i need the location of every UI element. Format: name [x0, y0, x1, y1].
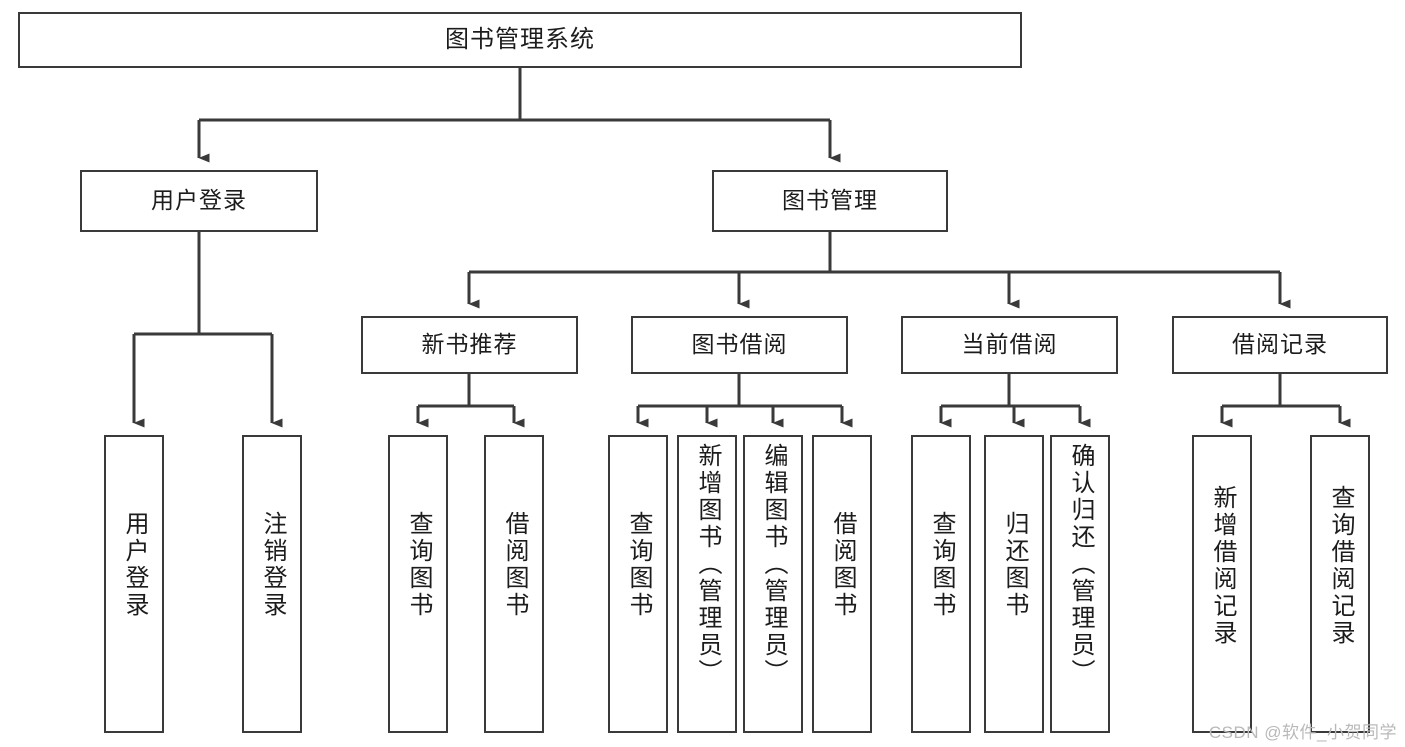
node-level3-2-label: 当前借阅 [961, 331, 1058, 358]
node-leaf-6-label: 编辑图书（管理员） [759, 443, 787, 686]
node-level3-2[interactable]: 当前借阅 [901, 316, 1118, 374]
node-leaf-3[interactable]: 借阅图书 [484, 435, 544, 733]
node-level2-0[interactable]: 用户登录 [80, 170, 318, 232]
node-root-label: 图书管理系统 [445, 25, 595, 53]
node-leaf-8[interactable]: 查询图书 [911, 435, 971, 733]
node-leaf-1-label: 注销登录 [258, 511, 286, 619]
node-level3-1-label: 图书借阅 [691, 331, 788, 358]
node-leaf-5[interactable]: 新增图书（管理员） [677, 435, 737, 733]
node-leaf-7-label: 借阅图书 [828, 511, 856, 619]
node-leaf-4[interactable]: 查询图书 [608, 435, 668, 733]
node-level3-3-label: 借阅记录 [1232, 331, 1328, 358]
node-leaf-12[interactable]: 查询借阅记录 [1310, 435, 1370, 733]
node-leaf-1[interactable]: 注销登录 [242, 435, 302, 733]
node-level3-3[interactable]: 借阅记录 [1172, 316, 1388, 374]
node-level2-1-label: 图书管理 [782, 187, 878, 214]
node-level3-0-label: 新书推荐 [421, 331, 518, 358]
node-leaf-9[interactable]: 归还图书 [984, 435, 1044, 733]
node-leaf-2-label: 查询图书 [404, 511, 432, 619]
node-leaf-0-label: 用户登录 [120, 511, 148, 619]
node-level2-1[interactable]: 图书管理 [712, 170, 948, 232]
node-leaf-10[interactable]: 确认归还（管理员） [1050, 435, 1110, 733]
node-leaf-9-label: 归还图书 [1000, 511, 1028, 619]
node-leaf-5-label: 新增图书（管理员） [693, 443, 721, 686]
node-root[interactable]: 图书管理系统 [18, 12, 1022, 68]
node-leaf-7[interactable]: 借阅图书 [812, 435, 872, 733]
node-leaf-4-label: 查询图书 [624, 511, 652, 619]
node-level3-0[interactable]: 新书推荐 [361, 316, 578, 374]
node-leaf-3-label: 借阅图书 [500, 511, 528, 619]
node-leaf-10-label: 确认归还（管理员） [1066, 443, 1094, 686]
node-leaf-11[interactable]: 新增借阅记录 [1192, 435, 1252, 733]
node-level3-1[interactable]: 图书借阅 [631, 316, 848, 374]
node-leaf-2[interactable]: 查询图书 [388, 435, 448, 733]
node-leaf-11-label: 新增借阅记录 [1208, 485, 1236, 647]
node-level2-0-label: 用户登录 [151, 187, 247, 214]
node-leaf-0[interactable]: 用户登录 [104, 435, 164, 733]
node-leaf-8-label: 查询图书 [927, 511, 955, 619]
node-leaf-6[interactable]: 编辑图书（管理员） [743, 435, 803, 733]
node-leaf-12-label: 查询借阅记录 [1326, 485, 1354, 647]
watermark-label: CSDN @软件_小贺同学 [1208, 723, 1397, 742]
